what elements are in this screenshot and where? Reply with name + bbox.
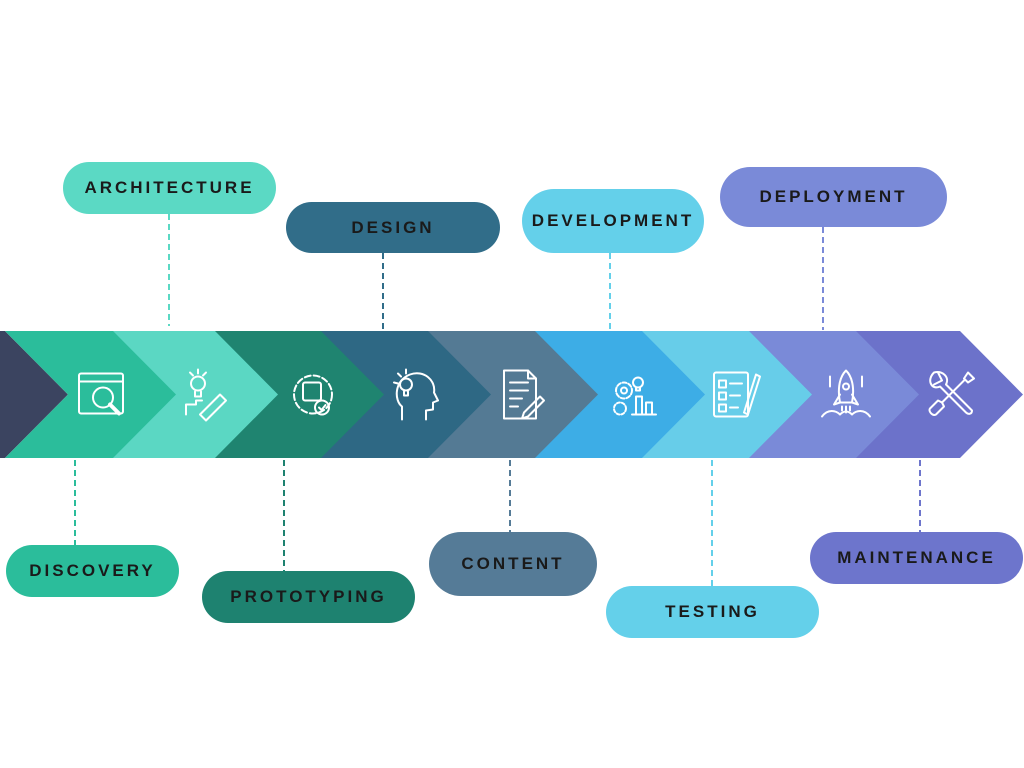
label-deployment: DEPLOYMENT xyxy=(720,167,947,227)
label-discovery: DISCOVERY xyxy=(6,545,179,597)
chevron-deployment xyxy=(748,331,919,458)
checklist-icon xyxy=(713,371,761,418)
chevron-architecture xyxy=(107,331,278,458)
chevron-maintenance xyxy=(855,331,1023,458)
label-development: DEVELOPMENT xyxy=(522,189,704,253)
label-design: DESIGN xyxy=(286,202,500,253)
rocket-icon xyxy=(821,369,871,418)
label-testing: TESTING xyxy=(606,586,819,638)
label-content: CONTENT xyxy=(429,532,597,596)
gear-prototype-icon xyxy=(293,374,333,416)
idea-pencil-icon xyxy=(185,368,227,422)
document-pen-icon xyxy=(503,369,545,420)
gears-development-icon xyxy=(613,376,657,416)
chevron-development xyxy=(534,331,705,458)
chevron-prototyping xyxy=(213,331,384,458)
label-prototyping: PROTOTYPING xyxy=(202,571,415,623)
search-browser-icon xyxy=(78,372,124,416)
label-architecture: ARCHITECTURE xyxy=(63,162,276,214)
wrench-screwdriver-icon xyxy=(928,371,975,416)
start-band xyxy=(0,331,68,458)
label-maintenance: MAINTENANCE xyxy=(810,532,1023,584)
head-lightbulb-icon xyxy=(393,368,439,421)
chevron-content xyxy=(427,331,598,458)
chevron-discovery xyxy=(5,331,176,458)
chevron-group xyxy=(5,331,1023,458)
